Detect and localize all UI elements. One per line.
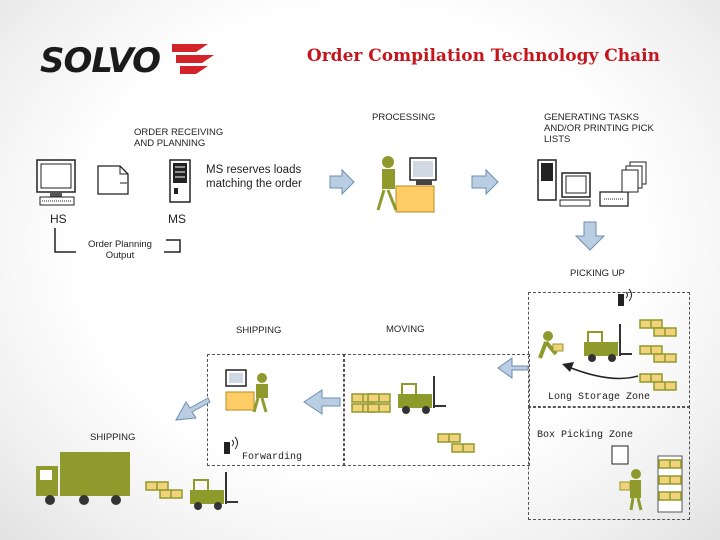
picking-up-label: PICKING UP (570, 268, 625, 279)
forwarding-label: Forwarding (242, 452, 303, 463)
box-picking-worker-icon (619, 469, 643, 511)
arrow-moving-to-shipping (303, 389, 341, 415)
planning-bracket-left (54, 228, 76, 253)
arrow-to-processing (329, 168, 355, 196)
shipping-zone (207, 354, 345, 466)
ms-server-icon (169, 159, 191, 203)
picking-scanner-icon (617, 288, 632, 307)
arrow-to-truck (175, 397, 211, 421)
picking-flow-curve (565, 365, 639, 380)
page-title: Order Compilation Technology Chain (306, 46, 660, 66)
shipping-top-label: SHIPPING (236, 325, 282, 336)
hs-computer-icon (36, 159, 76, 206)
moving-forklift-icon (397, 375, 447, 415)
loading-forklift-icon (189, 471, 239, 511)
truck-pallets (145, 481, 183, 499)
solvo-logo: SOLVO (40, 36, 215, 81)
shipping-truck-icon (36, 452, 130, 505)
long-storage-pallets (639, 319, 677, 391)
shipping-bottom-label: SHIPPING (90, 432, 136, 443)
shipping-operator-icon (225, 369, 268, 413)
hs-label: HS (50, 212, 67, 226)
processing-operator-icon (376, 156, 437, 213)
picking-forklift-icon (583, 323, 633, 363)
generating-tasks-label: GENERATING TASKS AND/OR PRINTING PICK LI… (544, 112, 654, 145)
pick-list-pages-icon (621, 161, 647, 193)
box-picking-zone (528, 406, 690, 520)
solvo-logo-graphic: SOLVO (40, 41, 214, 81)
arrow-to-picking (574, 221, 606, 251)
long-storage-zone (528, 292, 690, 408)
forwarding-pallets (437, 433, 475, 453)
order-document-icon (97, 165, 129, 195)
forwarding-scanner-icon (223, 436, 238, 455)
arrow-storage-to-moving (497, 357, 529, 379)
moving-pallets (351, 393, 391, 413)
box-picking-shelves (657, 455, 683, 513)
processing-label: PROCESSING (372, 112, 436, 123)
order-receiving-label: ORDER RECEIVING AND PLANNING (134, 127, 224, 149)
planning-bracket-right (164, 239, 181, 253)
moving-label: MOVING (386, 324, 425, 335)
ms-reserves-label: MS reserves loads matching the order (206, 164, 302, 190)
box-picking-page-icon (611, 445, 629, 465)
ms-label: MS (168, 212, 186, 226)
box-picking-zone-label: Box Picking Zone (537, 430, 634, 441)
order-planning-output-label: Order Planning Output (88, 239, 152, 261)
picking-worker-icon (538, 331, 564, 359)
arrow-to-generating (471, 168, 499, 196)
task-generation-workstation-icon (537, 159, 629, 207)
long-storage-zone-label: Long Storage Zone (548, 392, 651, 403)
solvo-logo-text: SOLVO (40, 41, 160, 81)
moving-zone (343, 354, 530, 466)
